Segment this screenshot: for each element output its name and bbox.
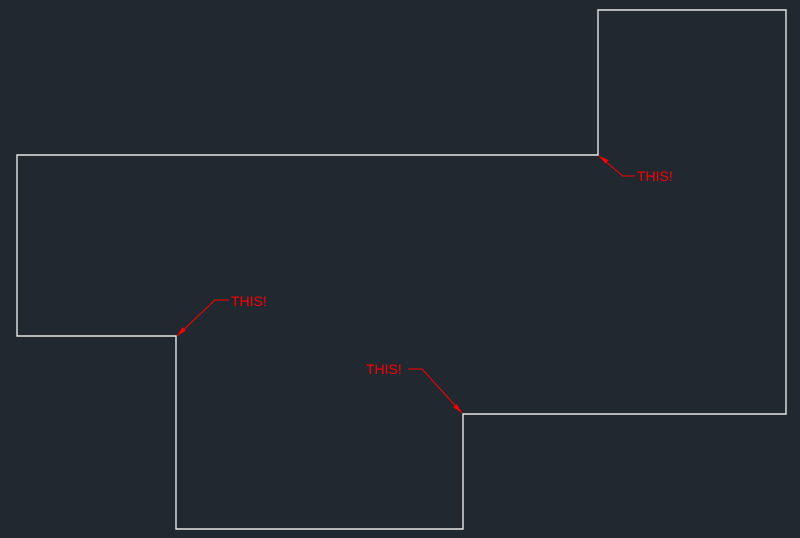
callout-2-arrowhead [177,327,186,336]
callout-3: THIS! [366,361,463,414]
callout-1-label: THIS! [637,168,673,184]
callout-3-arrowhead [453,404,462,413]
callout-2-leader [176,299,229,337]
callout-3-leader [408,368,463,414]
callout-1: THIS! [598,155,673,184]
callout-1-arrowhead [599,156,609,164]
callout-3-label: THIS! [366,361,402,377]
callout-2: THIS! [176,293,267,337]
callout-1-leader [598,155,635,177]
floor-plan-outline [16,9,787,530]
callout-2-label: THIS! [231,293,267,309]
